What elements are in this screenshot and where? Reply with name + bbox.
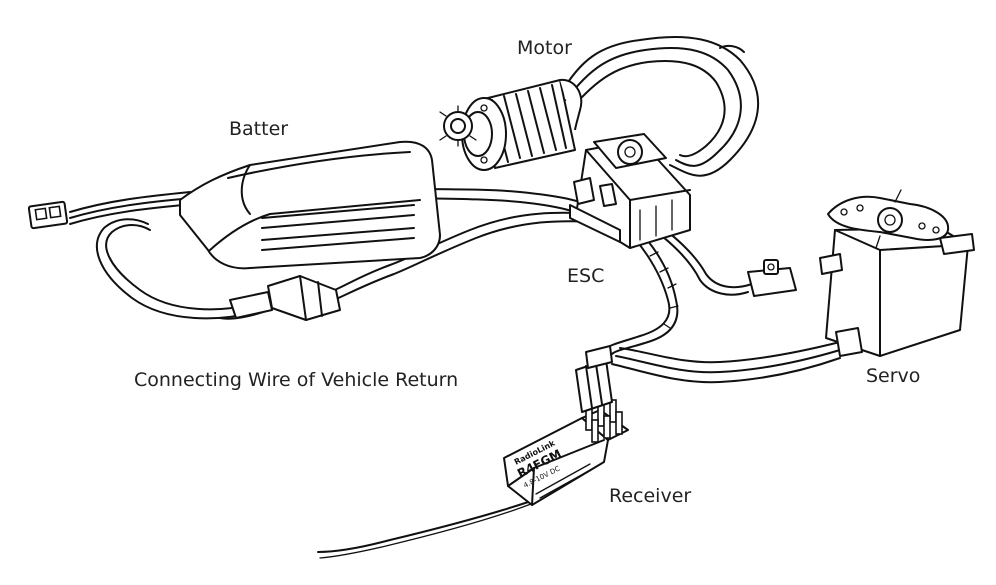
receiver-antenna <box>317 497 541 559</box>
servo-wire <box>611 341 841 384</box>
servo <box>819 189 975 357</box>
esc-switch <box>747 259 797 297</box>
balance-plug <box>27 200 69 230</box>
inline-connector <box>229 275 341 321</box>
label-receiver: Receiver <box>609 485 692 507</box>
esc-unit <box>569 133 691 249</box>
label-motor: Motor <box>517 37 572 59</box>
motor <box>439 78 583 171</box>
label-connecting-wire: Connecting Wire of Vehicle Return <box>134 369 459 391</box>
motor-wires <box>559 35 760 177</box>
label-esc: ESC <box>567 265 605 287</box>
label-battery: Batter <box>229 118 289 140</box>
label-servo: Servo <box>866 365 921 387</box>
battery-pack <box>179 140 441 270</box>
receiver: RadioLink R4FGM 4.8-10V DC <box>503 345 629 506</box>
